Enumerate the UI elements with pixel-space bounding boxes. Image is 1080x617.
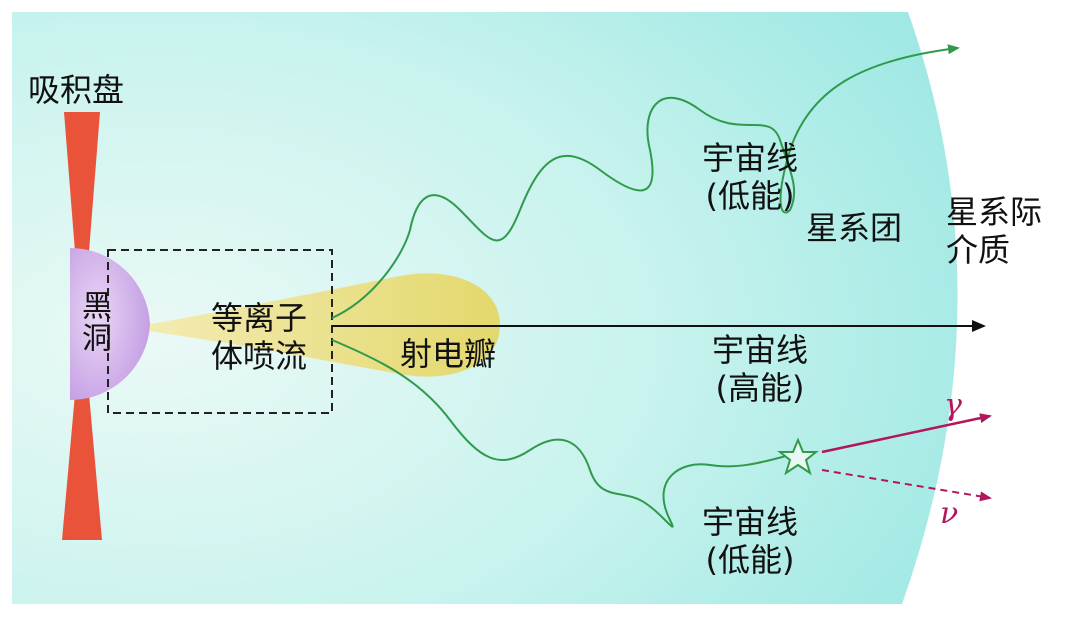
jet-region-box [107, 249, 333, 414]
nu-label: ν [940, 496, 959, 531]
cosmic-ray-low-bottom-label-line1: 宇宙线 [701, 503, 798, 541]
cosmic-ray-low-top-label-line1: 宇宙线 [701, 139, 798, 177]
cosmic-ray-low-bottom-label-line2: (低能) [705, 541, 795, 579]
interaction-star [777, 437, 819, 476]
intergalactic-medium-label-line1: 星系际 [946, 193, 1043, 231]
cosmic-ray-low-top-label-line2: (低能) [705, 177, 795, 215]
gamma-label: γ [944, 388, 962, 423]
black-hole-label: 黑洞 [76, 290, 111, 354]
accretion-disk-label: 吸积盘 [28, 71, 125, 109]
cosmic-ray-low-bottom-path [331, 339, 791, 528]
radio-lobe [140, 273, 500, 377]
gamma-ray-arrow [821, 413, 992, 454]
black-hole-dome [70, 247, 150, 401]
accretion-disk-lower [62, 360, 102, 540]
cosmic-ray-high-label-line1: 宇宙线 [711, 331, 808, 369]
galaxy-cluster-label: 星系团 [806, 209, 903, 247]
plasma-jet-label-line2: 体喷流 [210, 337, 307, 375]
plasma-jet-label-line1: 等离子 [210, 299, 307, 337]
neutrino-arrow [821, 469, 992, 502]
radio-lobe-label: 射电瓣 [400, 335, 497, 373]
accretion-disk-upper [64, 112, 100, 290]
cosmic-ray-high-label-line2: (高能) [715, 369, 805, 407]
intergalactic-medium-label-line2: 介质 [946, 231, 1011, 269]
cosmic-ray-low-top-path [331, 44, 960, 319]
